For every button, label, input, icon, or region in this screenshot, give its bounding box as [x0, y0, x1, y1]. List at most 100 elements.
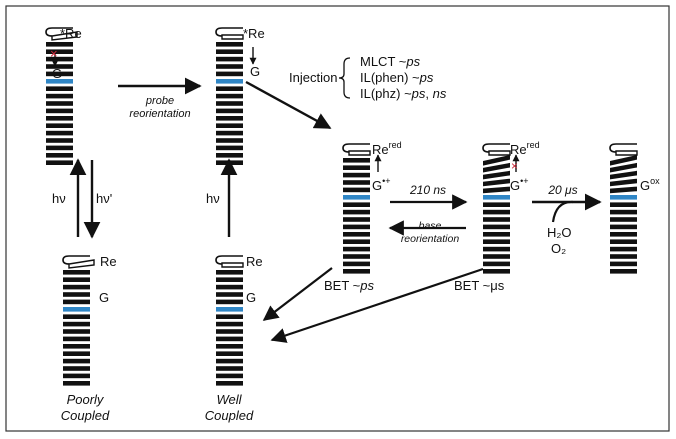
- re-red-label-1: Rered: [372, 140, 402, 157]
- base-pair: [63, 270, 90, 275]
- intercalated-ligand: [221, 34, 244, 40]
- stack-well-excited: [215, 27, 244, 165]
- intercalated-ligand: [488, 150, 511, 156]
- bet-us-arrow: [270, 267, 484, 343]
- base-pair: [343, 165, 370, 170]
- base-pair: [343, 246, 370, 252]
- intercalated-ligand: [221, 262, 244, 268]
- base-pair: [46, 93, 73, 99]
- base-pair: [610, 162, 637, 173]
- base-pair: [610, 155, 637, 166]
- base-pair: [216, 329, 243, 334]
- dna-stacks: [45, 27, 638, 386]
- metal-complex-cap: [45, 27, 73, 37]
- base-pair: [610, 186, 637, 194]
- base-pair: [63, 351, 90, 356]
- base-pair: [343, 202, 370, 207]
- hv-label-2: hν: [206, 191, 220, 206]
- base-pair: [46, 101, 73, 106]
- base-pair: [483, 232, 510, 237]
- base-pair: [216, 351, 243, 356]
- base-pair: [216, 42, 243, 47]
- guanine-base: [216, 79, 243, 84]
- metal-complex-cap: [342, 143, 370, 153]
- base-pair: [63, 329, 90, 334]
- base-pair: [343, 158, 370, 163]
- base-pair: [610, 209, 637, 215]
- base-pair: [483, 261, 510, 267]
- metal-complex-cap: [482, 143, 510, 153]
- guanine-base: [216, 307, 243, 312]
- metal-complex-cap: [215, 27, 243, 37]
- base-pair: [610, 170, 637, 180]
- base-pair: [343, 172, 370, 178]
- metal-complex-cap: [215, 255, 243, 265]
- base-pair: [610, 202, 637, 207]
- base-pair: [46, 160, 73, 165]
- base-pair: [483, 217, 510, 222]
- base-pair: [483, 209, 510, 215]
- water-label: H₂O: [547, 225, 572, 240]
- base-pair: [46, 153, 73, 158]
- base-pair: [46, 64, 73, 69]
- base-pair: [216, 358, 243, 364]
- base-pair: [610, 232, 637, 237]
- base-pair: [343, 217, 370, 222]
- base-reorientation-line1: base: [419, 220, 442, 232]
- base-pair: [46, 42, 73, 47]
- base-pair: [483, 186, 510, 194]
- t210-label: 210 ns: [409, 183, 446, 197]
- guanine-base: [343, 195, 370, 200]
- stack-poorly-excited: [45, 27, 78, 165]
- re-label-poor: Re: [100, 254, 117, 269]
- g-label-1: G: [52, 66, 62, 81]
- injection-brace: [338, 57, 351, 99]
- stack-oxidized: [609, 143, 638, 274]
- base-pair: [610, 246, 637, 252]
- base-pair: [216, 108, 243, 114]
- guanine-base: [483, 195, 510, 200]
- base-pair: [46, 123, 73, 128]
- base-pair: [216, 366, 243, 371]
- base-pair: [483, 162, 510, 173]
- base-pair: [46, 86, 73, 91]
- base-pair: [216, 270, 243, 275]
- ilphz-line: IL(phz) ~ps, ns: [360, 86, 447, 101]
- stack-poorly-coupled: [62, 255, 95, 386]
- base-pair: [483, 202, 510, 207]
- base-pair: [610, 269, 637, 274]
- base-pair: [216, 49, 243, 54]
- base-pair: [483, 239, 510, 244]
- base-pair: [483, 178, 510, 187]
- base-pair: [63, 277, 90, 282]
- base-pair: [46, 116, 73, 121]
- base-pair: [610, 239, 637, 244]
- base-pair: [63, 336, 90, 342]
- base-pair: [46, 138, 73, 143]
- base-pair: [216, 145, 243, 151]
- base-pair: [610, 261, 637, 267]
- g-radical-label-2: G•+: [510, 176, 529, 193]
- base-pair: [63, 292, 90, 297]
- base-pair: [216, 344, 243, 349]
- base-pair: [483, 254, 510, 259]
- base-pair: [483, 246, 510, 252]
- well-coupled-line1: Well: [216, 392, 242, 407]
- base-pair: [216, 284, 243, 290]
- base-pair: [216, 116, 243, 121]
- base-pair: [63, 358, 90, 364]
- base-pair: [343, 209, 370, 215]
- oxygen-label: O₂: [551, 241, 566, 256]
- base-pair: [46, 71, 73, 77]
- base-pair: [343, 232, 370, 237]
- base-pair: [216, 336, 243, 342]
- g-label-well: G: [246, 290, 256, 305]
- hv-prime-label: hν': [96, 191, 112, 206]
- re-red-label-2: Rered: [510, 140, 540, 157]
- stack-charge-separated: [342, 143, 371, 274]
- base-pair: [216, 86, 243, 91]
- re-star-label-2: *Re: [243, 26, 265, 41]
- base-pair: [343, 261, 370, 267]
- bet-us-label: BET ~μs: [454, 278, 505, 293]
- guanine-base: [610, 195, 637, 200]
